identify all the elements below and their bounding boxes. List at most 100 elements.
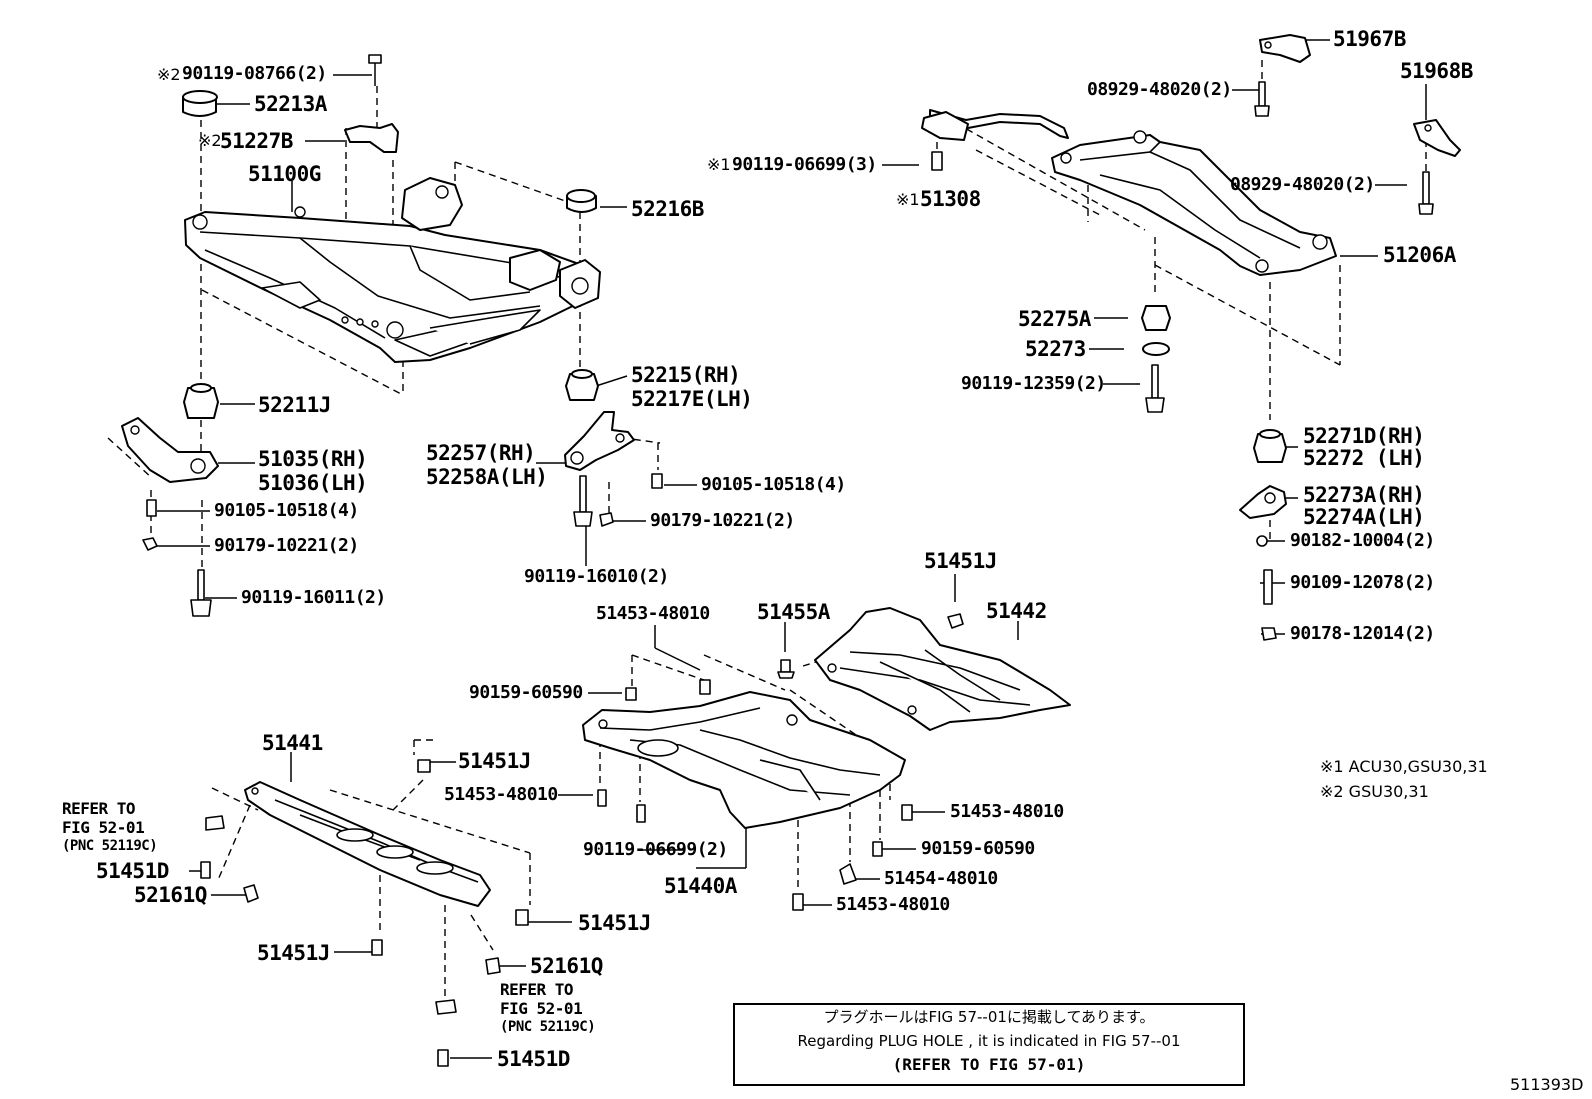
part-label-90179-left[interactable]: 90179-10221(2)	[214, 535, 359, 556]
part-label-90119-08766[interactable]: 90119-08766(2)	[182, 63, 327, 84]
refer-line-3: (PNC 52119C)	[62, 838, 158, 854]
part-label-90182[interactable]: 90182-10004(2)	[1290, 530, 1435, 551]
part-label-51451j-c[interactable]: 51451J	[578, 911, 651, 935]
part-label-51454[interactable]: 51454-48010	[884, 868, 998, 889]
part-label-51968b[interactable]: 51968B	[1400, 59, 1473, 83]
part-label-51967b[interactable]: 51967B	[1333, 27, 1406, 51]
under-cover-51441	[244, 781, 491, 907]
refer-line-2[interactable]: FIG 52-01	[500, 999, 583, 1018]
part-label-52275a[interactable]: 52275A	[1018, 307, 1091, 331]
part-label-90119-12359[interactable]: 90119-12359(2)	[961, 373, 1106, 394]
part-label-52273[interactable]: 52273	[1025, 337, 1086, 361]
part-label-51451j-top[interactable]: 51451J	[924, 549, 997, 573]
nut-90179-right	[599, 512, 614, 527]
part-label-52217e[interactable]: 52217E(LH)	[631, 387, 753, 411]
part-label-51440a[interactable]: 51440A	[664, 874, 737, 898]
part-label-90119-16010[interactable]: 90119-16010(2)	[524, 566, 669, 587]
part-label-90159-b[interactable]: 90159-60590	[921, 838, 1035, 859]
refer-line-1: REFER TO	[62, 799, 136, 818]
bolt-90105-right	[651, 473, 663, 489]
part-label-51308[interactable]: 51308	[920, 187, 981, 211]
part-label-51442[interactable]: 51442	[986, 599, 1047, 623]
bushing-52271d	[1253, 429, 1287, 463]
part-label-52216b[interactable]: 52216B	[631, 197, 704, 221]
stud-90109	[1263, 569, 1273, 605]
bushing-52213a	[182, 90, 218, 117]
part-label-90119-16011[interactable]: 90119-16011(2)	[241, 587, 386, 608]
bushing-52215	[565, 369, 599, 401]
part-label-51441[interactable]: 51441	[262, 731, 323, 755]
refer-line-2[interactable]: FIG 52-01	[62, 818, 145, 837]
bolt-90119-08766	[368, 54, 382, 86]
nut-90178	[1261, 627, 1277, 641]
refer-line-1: REFER TO	[500, 980, 574, 999]
variant-mark-1: ※1	[707, 155, 731, 174]
part-label-90159-a[interactable]: 90159-60590	[469, 682, 583, 703]
bolt-90119-06699-top	[931, 151, 943, 171]
part-label-51451j-d[interactable]: 51451J	[257, 941, 330, 965]
part-label-52273a[interactable]: 52273A(RH)	[1303, 483, 1425, 507]
bracket-51227b	[344, 123, 399, 153]
bracket-52257	[564, 411, 635, 471]
part-label-90178[interactable]: 90178-12014(2)	[1290, 623, 1435, 644]
part-label-52161q-b[interactable]: 52161Q	[530, 954, 603, 978]
part-label-52211j[interactable]: 52211J	[258, 393, 331, 417]
clip-51451j-top	[947, 613, 964, 629]
part-label-51035[interactable]: 51035(RH)	[258, 447, 368, 471]
washer-52273	[1142, 342, 1170, 356]
part-label-51100g[interactable]: 51100G	[248, 162, 321, 186]
bushing-52216b	[566, 189, 597, 213]
part-label-52274a[interactable]: 52274A(LH)	[1303, 505, 1425, 529]
part-label-51453-a[interactable]: 51453-48010	[596, 603, 710, 624]
bolt-90119-16011	[190, 569, 212, 617]
part-label-90119-06699-top[interactable]: 90119-06699(3)	[732, 154, 877, 175]
refer-note-right: REFER TO FIG 52-01 (PNC 52119C)	[500, 980, 596, 1037]
fasteners-51440a	[597, 679, 913, 911]
part-label-90105-right[interactable]: 90105-10518(4)	[701, 474, 846, 495]
bracket-52273a	[1239, 485, 1287, 519]
bolt-08929-a	[1254, 81, 1270, 117]
bolt-90119-16010	[573, 475, 593, 527]
refer-note-left: REFER TO FIG 52-01 (PNC 52119C)	[62, 799, 158, 856]
bolt-08929-b	[1418, 171, 1434, 215]
part-label-52271d[interactable]: 52271D(RH)	[1303, 424, 1425, 448]
part-label-52213a[interactable]: 52213A	[254, 92, 327, 116]
bolt-90105-left	[146, 499, 157, 517]
part-label-90109[interactable]: 90109-12078(2)	[1290, 572, 1435, 593]
notice-reference[interactable]: (REFER TO FIG 57-01)	[892, 1055, 1086, 1074]
front-subframe-51100g	[184, 177, 601, 363]
refer-line-3: (PNC 52119C)	[500, 1019, 596, 1035]
bushing-52275a	[1141, 305, 1171, 331]
rear-crossmember-51206a	[1051, 130, 1337, 276]
part-label-08929-a[interactable]: 08929-48020(2)	[1087, 79, 1232, 100]
part-label-52257[interactable]: 52257(RH)	[426, 441, 536, 465]
variant-mark-1: ※1	[896, 190, 920, 209]
part-label-51453-b[interactable]: 51453-48010	[444, 784, 558, 805]
part-label-51206a[interactable]: 51206A	[1383, 243, 1456, 267]
part-label-51227b[interactable]: 51227B	[220, 129, 293, 153]
figure-code: 511393D	[1510, 1075, 1584, 1094]
part-label-90119-06699-bot[interactable]: 90119-06699(2)	[583, 839, 728, 860]
part-label-51453-c[interactable]: 51453-48010	[950, 801, 1064, 822]
part-label-51036[interactable]: 51036(LH)	[258, 471, 368, 495]
part-label-52258a[interactable]: 52258A(LH)	[426, 465, 548, 489]
part-label-52215[interactable]: 52215(RH)	[631, 363, 741, 387]
part-label-52272[interactable]: 52272 (LH)	[1303, 446, 1425, 470]
part-label-51451j-b[interactable]: 51451J	[458, 749, 531, 773]
plug-hole-notice-box: プラグホールはFIG 57--01に掲載してあります。 Regarding PL…	[733, 1003, 1245, 1086]
bracket-51967b	[1259, 34, 1311, 63]
nut-90182	[1256, 535, 1268, 547]
bushing-52211j	[183, 383, 219, 419]
part-label-90105-left[interactable]: 90105-10518(4)	[214, 500, 359, 521]
part-label-51453-d[interactable]: 51453-48010	[836, 894, 950, 915]
part-label-51455a[interactable]: 51455A	[757, 600, 830, 624]
bracket-51035	[121, 417, 219, 483]
part-label-51451d-a[interactable]: 51451D	[96, 859, 169, 883]
part-label-51451d-b[interactable]: 51451D	[497, 1047, 570, 1071]
under-cover-51440a	[582, 691, 906, 829]
nut-90179-left	[142, 537, 158, 551]
part-label-52161q-a[interactable]: 52161Q	[134, 883, 207, 907]
part-label-08929-b[interactable]: 08929-48020(2)	[1230, 174, 1375, 195]
part-label-90179-right[interactable]: 90179-10221(2)	[650, 510, 795, 531]
